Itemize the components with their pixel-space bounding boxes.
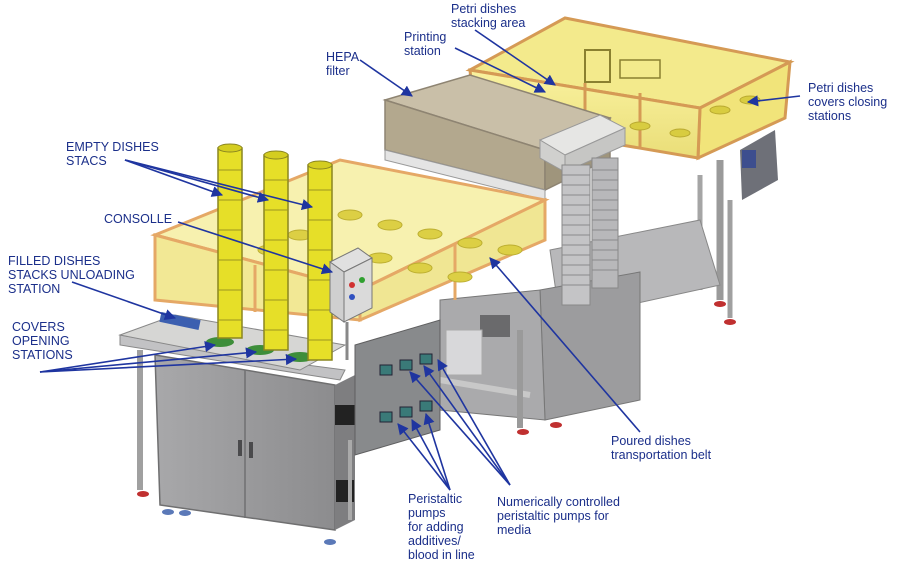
label-pumps-media: Numerically controlled peristaltic pumps… [497, 495, 620, 537]
label-consolle: CONSOLLE [104, 212, 173, 226]
arrow-hepa [359, 59, 413, 97]
arrow-pumps-additives-1 [397, 423, 451, 491]
label-hepa-filter: HEPA filter [326, 50, 360, 78]
arrow-covers-opening-3 [39, 353, 298, 373]
arrow-printing [454, 47, 547, 93]
arrow-pumps-media-3 [437, 359, 511, 486]
arrow-pumps-media-2 [423, 365, 511, 486]
label-petri-stacking: Petri dishes stacking area [451, 2, 526, 30]
arrow-filled-unloading [71, 281, 177, 320]
label-printing-station: Printing station [404, 30, 447, 58]
consolle [329, 247, 373, 360]
printing-station [538, 114, 627, 306]
pump-panel [354, 319, 441, 456]
arrow-covers-closing [746, 95, 801, 107]
arrow-belt [489, 257, 641, 433]
arrow-pumps-additives-2 [411, 419, 451, 491]
label-pumps-additives: Peristaltic pumps for adding additives/ … [408, 492, 475, 562]
arrow-covers-opening-1 [39, 341, 217, 373]
label-covers-opening: COVERS OPENING STATIONS [12, 320, 73, 362]
right-cabinet [439, 271, 641, 435]
arrow-covers-opening-2 [39, 347, 258, 373]
arrow-empty-stacks-1 [124, 159, 224, 197]
belt-enclosure [150, 158, 550, 323]
label-belt: Poured dishes transportation belt [611, 434, 712, 462]
arrow-consolle [177, 221, 334, 275]
label-filled-unloading: FILLED DISHES STACKS UNLOADING STATION [8, 254, 135, 296]
label-empty-stacks: EMPTY DISHES STACS [66, 140, 159, 168]
arrow-pumps-additives-3 [423, 412, 451, 491]
arrow-petri-stacking [474, 29, 556, 86]
arrow-empty-stacks-3 [124, 159, 314, 210]
empty-dishes-stacks [217, 143, 333, 361]
arrow-pumps-media-1 [409, 371, 511, 486]
leader-arrows [39, 29, 801, 491]
label-covers-closing: Petri dishes covers closing stations [808, 81, 888, 123]
